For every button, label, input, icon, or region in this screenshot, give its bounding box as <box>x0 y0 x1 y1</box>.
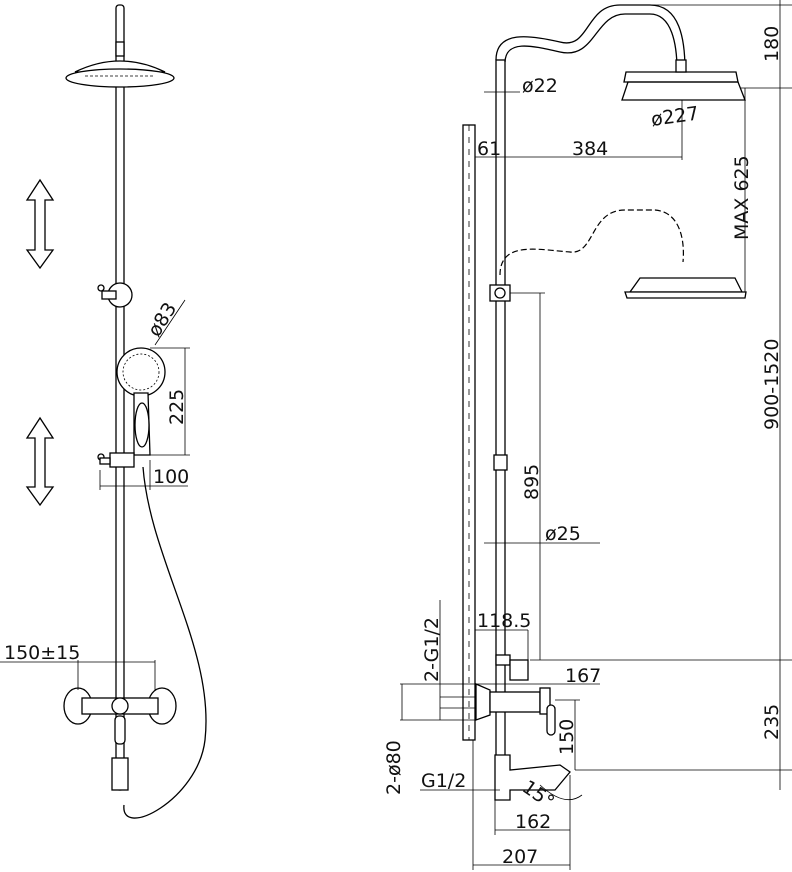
dim-total-height: 900-1520 <box>761 339 783 430</box>
dim-flange-diameter: 2-ø80 <box>383 740 405 795</box>
double-arrow-icon <box>25 178 55 270</box>
dim-hand-shower-diameter: ø83 <box>144 299 182 341</box>
hose <box>123 466 207 819</box>
dim-arm-reach: 384 <box>572 138 608 160</box>
sliding-holder <box>97 282 133 308</box>
dim-overall-depth: 207 <box>502 846 538 868</box>
dim-pipe-offset: 118.5 <box>477 610 531 632</box>
shower-head-lowered <box>624 277 747 299</box>
dim-max-adjust: MAX 625 <box>731 155 753 240</box>
dim-top-height: 180 <box>761 26 783 62</box>
dim-mixer-depth: 167 <box>565 665 601 687</box>
shower-arm-raised <box>495 4 686 71</box>
mixer-side <box>475 654 571 801</box>
dim-outlet-thread: G1/2 <box>421 770 466 792</box>
hand-shower-holder <box>97 452 135 468</box>
shower-arm-lowered <box>499 209 684 276</box>
shower-arm-raised-inner-edge <box>504 13 678 71</box>
wall <box>462 124 476 741</box>
front-view: ø83 225 100 150±15 <box>0 4 207 819</box>
dim-inlet-thread: 2-G1/2 <box>421 617 443 682</box>
dim-mixer-spacing: 150±15 <box>4 642 80 664</box>
holder-side <box>489 284 511 302</box>
side-view: 180 ø22 ø227 61 384 MAX 625 900-1520 895… <box>383 0 792 870</box>
hose-holder-side <box>493 454 508 471</box>
mixer <box>63 687 177 791</box>
dim-mixer-height: 235 <box>761 704 783 740</box>
dim-spout-height: 150 <box>556 719 578 755</box>
dim-hand-shower-height: 225 <box>166 389 188 425</box>
dim-riser-diameter: ø22 <box>522 75 558 97</box>
dim-wall-offset: 61 <box>477 138 501 160</box>
shower-head-raised <box>621 59 746 101</box>
dim-head-diameter: ø227 <box>650 103 700 131</box>
dim-spout-reach: 162 <box>515 811 551 833</box>
overhead-shower-head <box>65 41 175 88</box>
dimension-lines-side <box>400 0 792 870</box>
double-arrow-icon <box>25 416 55 507</box>
riser-pipe-side <box>495 59 506 791</box>
dimension-lines <box>0 299 190 690</box>
dim-lower-pipe-diameter: ø25 <box>545 523 581 545</box>
dim-hand-shower-offset: 100 <box>153 466 189 488</box>
dim-holder-height: 895 <box>521 464 543 500</box>
riser-pipe <box>115 4 125 791</box>
